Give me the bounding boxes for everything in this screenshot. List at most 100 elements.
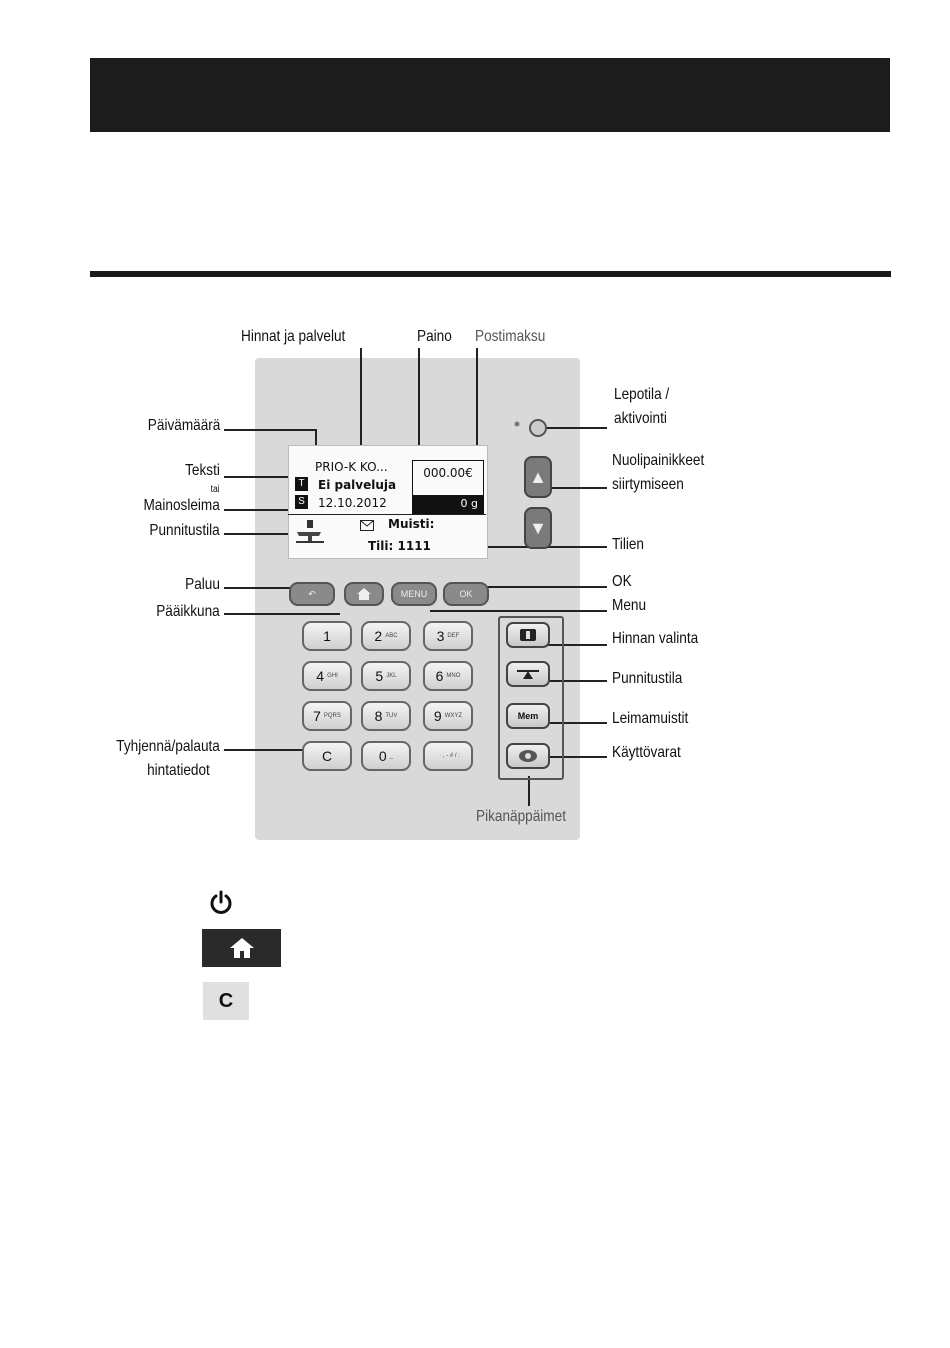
leader-line [545,680,607,682]
label-stamp-memory: Leimamuistit [612,710,689,727]
label-sleep-2: aktivointi [614,410,667,427]
key-digit: 0 [378,748,387,764]
lcd-tag-t: T [295,477,308,491]
key-digit: 7 [313,708,321,724]
price-selection-button[interactable] [506,622,550,648]
label-weighmode-left: Punnitustila [149,522,220,539]
leader-line [224,509,290,511]
power-button[interactable] [528,418,548,443]
lcd-divider [288,514,486,515]
key-digit: 5 [375,668,384,684]
key-letters: · , - # / : [439,753,460,759]
ok-button[interactable]: OK [443,582,489,606]
key-digit: 2 [374,628,383,644]
leader-line [545,427,607,429]
leader-line [545,756,607,758]
label-accounts: Tilien [612,536,644,553]
key-digit: 9 [433,708,442,724]
scale-icon [293,518,327,551]
label-prices: Hinnat ja palvelut [241,328,346,345]
label-ok: OK [612,573,632,590]
arrow-up-button[interactable]: ▲ [524,456,552,498]
label-price-selection: Hinnan valinta [612,630,699,647]
lcd-memory: Muisti: [388,517,435,531]
menu-button[interactable]: MENU [391,582,437,606]
key-0[interactable]: 0_ [361,741,411,771]
label-clear-1: Tyhjennä/palauta [116,738,220,755]
back-button[interactable]: ↶ [289,582,335,606]
home-key-icon [202,929,281,967]
power-icon [207,889,235,922]
home-button[interactable] [344,582,384,606]
key-letters: JKL [386,673,397,679]
leader-line [360,348,362,460]
lcd-weight: 0 g [413,495,483,513]
leader-line [545,722,607,724]
leader-line [476,348,478,466]
label-supplies: Käyttövarat [612,744,681,761]
arrow-down-button[interactable]: ▼ [524,507,552,549]
label-postage: Postimaksu [475,328,546,345]
header-bar [90,58,890,132]
lcd-tag-s: S [295,495,308,509]
key-digit: 4 [316,668,325,684]
key-letters: _ [389,753,394,759]
label-clear-2: hintatiedot [147,762,210,779]
label-ad: Mainosleima [143,497,220,514]
lcd-account: Tili: 1111 [368,539,431,553]
clear-key-icon: C [203,982,249,1020]
key-letters: TUV [385,713,398,719]
supplies-button[interactable] [506,743,550,769]
leader-line [418,348,420,500]
leader-line [430,610,607,612]
lcd-postage-box: 000.00€ 0 g [412,460,484,514]
leader-line [545,644,607,646]
stamp-memory-button[interactable]: Mem [506,703,550,729]
lcd-postage: 000.00€ [423,466,473,480]
label-date: Päivämäärä [147,417,220,434]
weigh-mode-button[interactable] [506,661,550,687]
section-rule [90,271,891,277]
label-main: Pääikkuna [156,603,220,620]
leader-line [528,776,530,806]
label-back: Paluu [185,576,220,593]
key-letters: PQRS [323,713,341,719]
key-1[interactable]: 1 [302,621,352,651]
leader-line [485,586,607,588]
leader-line [224,587,290,589]
key-digit: 1 [323,628,331,644]
lcd-line-service: PRIO-K KO... [315,460,388,474]
leader-line [224,476,290,478]
key-digit: 3 [436,628,445,644]
key-letters: WXYZ [444,713,463,719]
leader-line [545,487,607,489]
key-punct[interactable]: · , - # / : [423,741,473,771]
shortcut-group [498,616,564,780]
device-diagram: Hinnat ja palvelut Paino Postimaksu Päiv… [90,310,890,840]
key-letters: DEF [447,633,460,639]
key-clear[interactable]: C [302,741,352,771]
envelope-icon [360,518,374,536]
label-text: Teksti [185,462,220,479]
leader-line [224,613,340,615]
lcd-line-date: 12.10.2012 [318,496,387,510]
leader-line [224,429,317,431]
led-dot [514,414,520,432]
lcd-line-services: Ei palveluja [318,478,397,492]
key-digit: 8 [374,708,383,724]
key-digit: C [321,748,333,764]
label-shortcuts: Pikanäppäimet [476,808,566,825]
label-weighmode-right: Punnitustila [612,670,683,687]
label-weight: Paino [417,328,452,345]
label-arrows-1: Nuolipainikkeet [612,452,705,469]
label-arrows-2: siirtymiseen [612,476,684,493]
key-letters: MNO [446,673,461,679]
